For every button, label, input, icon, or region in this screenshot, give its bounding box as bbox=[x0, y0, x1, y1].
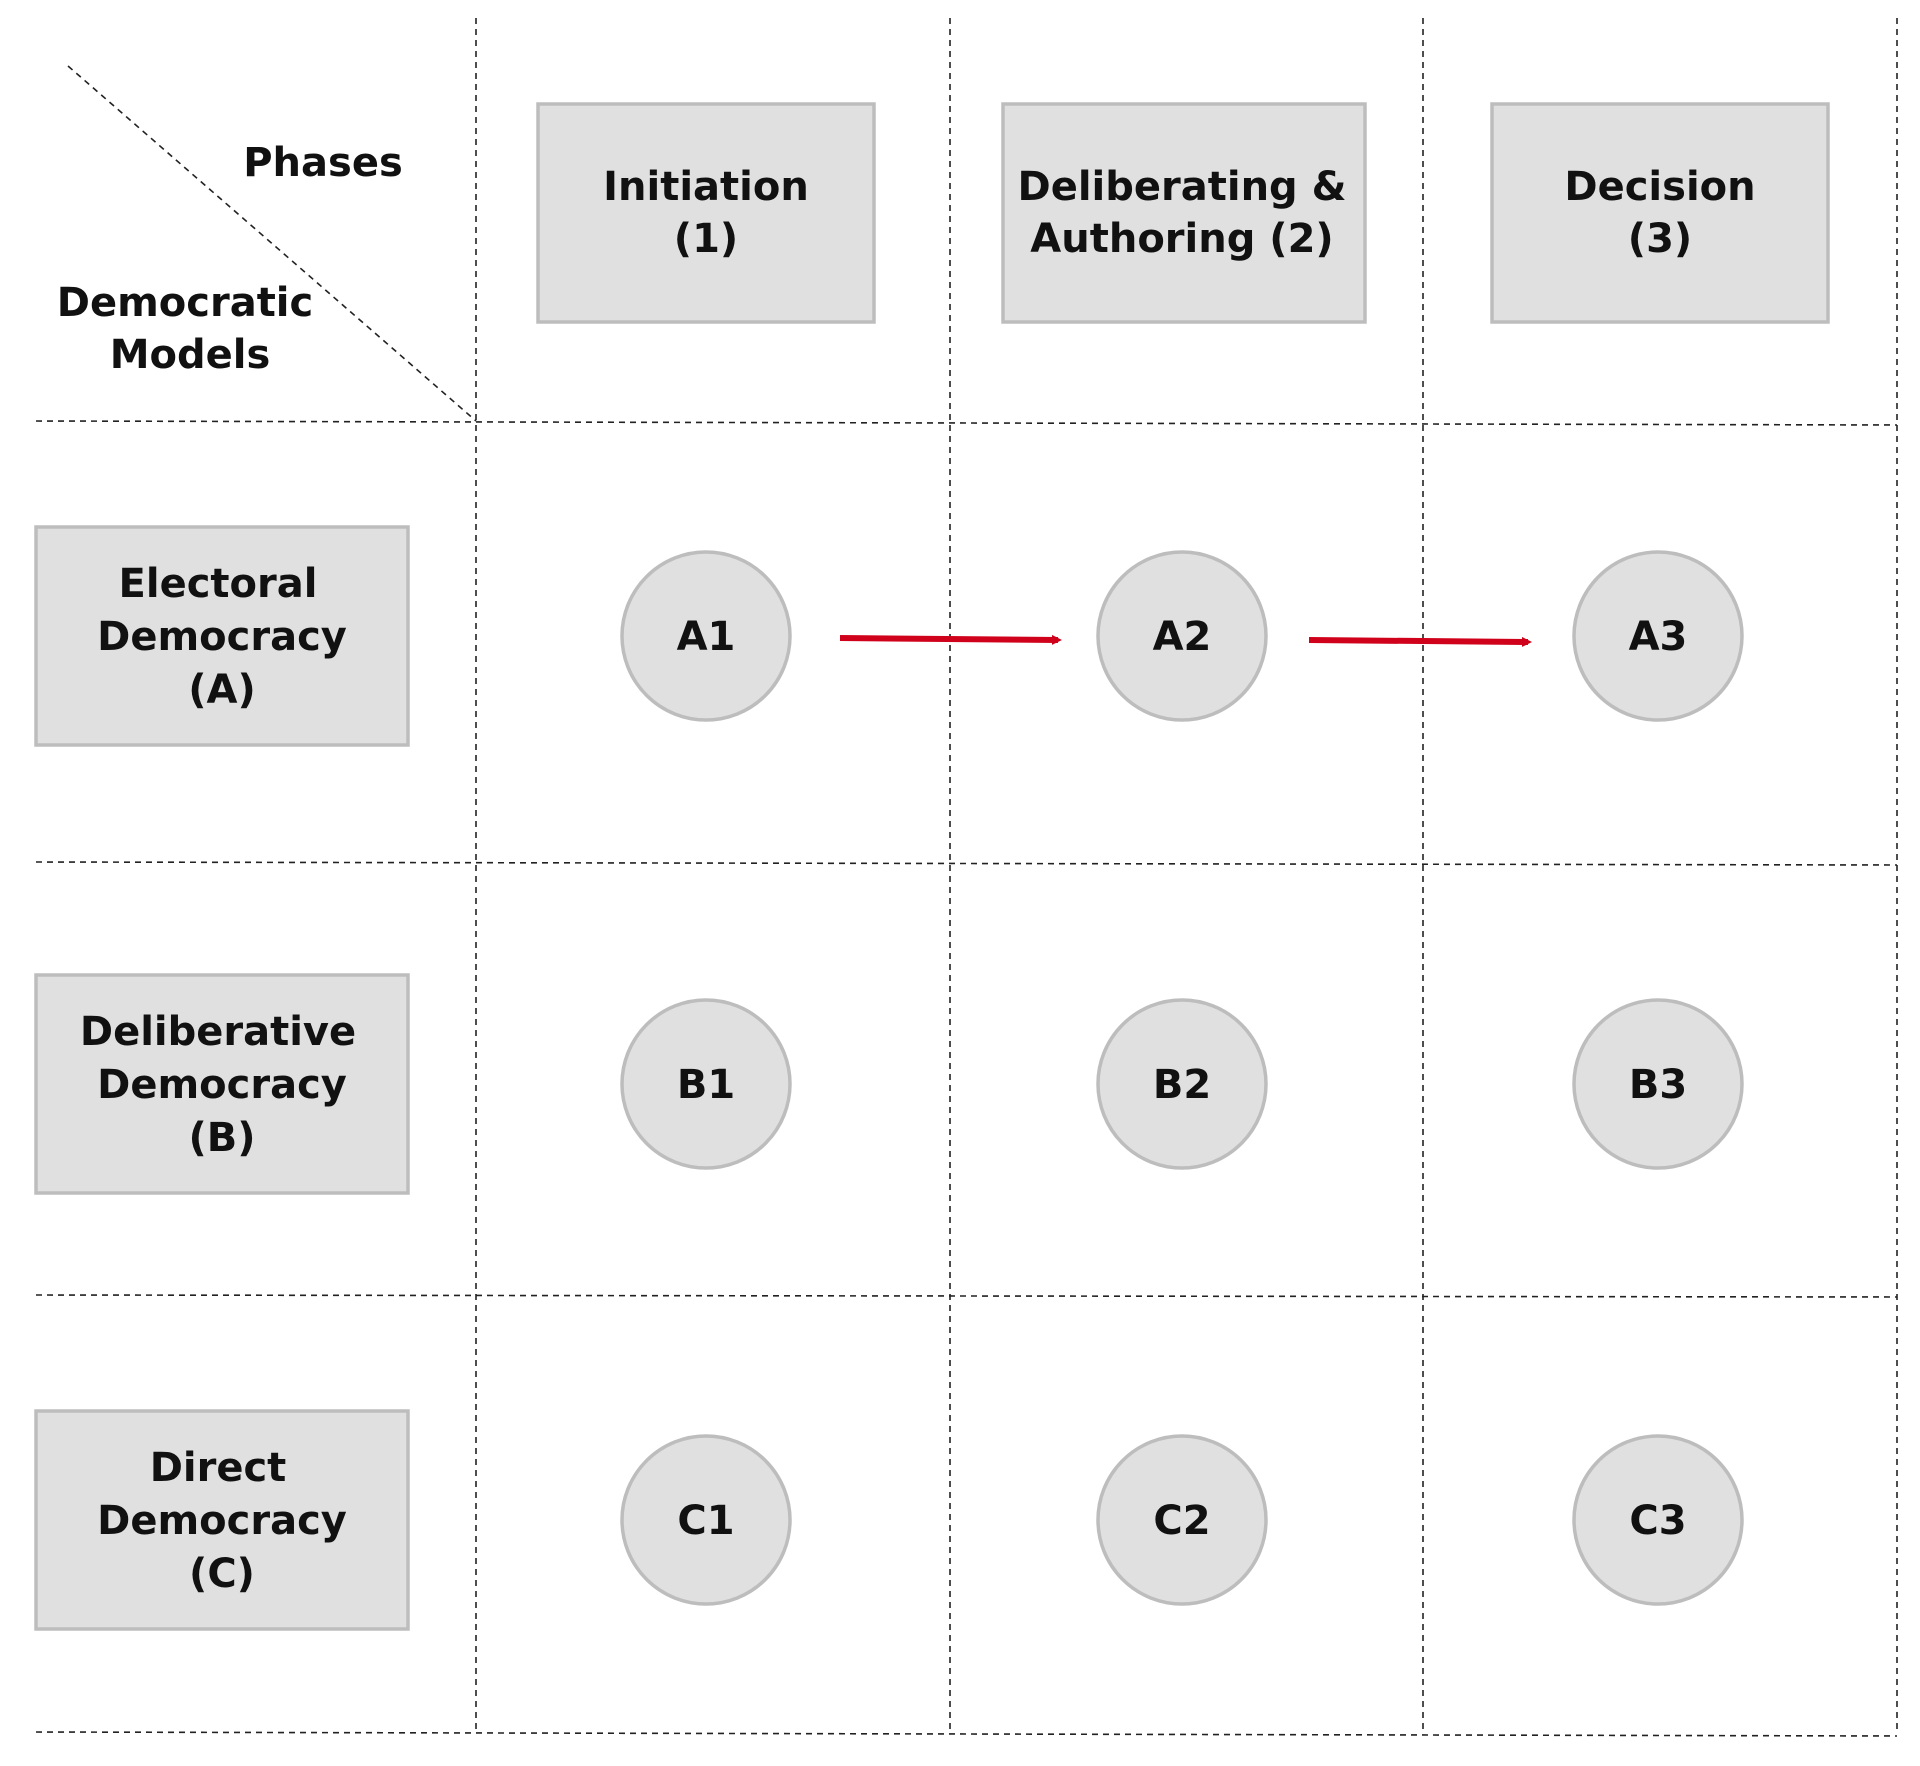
node-b3: B3 bbox=[1572, 998, 1744, 1170]
grid-horizontal-line-4 bbox=[35, 1731, 1898, 1737]
model-label-line-2: Democracy bbox=[97, 1062, 347, 1108]
node-a2: A2 bbox=[1096, 550, 1268, 722]
phase-header-deliberating-authoring: Deliberating & Authoring (2) bbox=[1001, 102, 1367, 324]
node-label: C3 bbox=[1629, 1498, 1686, 1544]
model-label-line-3: (C) bbox=[189, 1551, 255, 1597]
grid-horizontal-line-1 bbox=[35, 420, 1898, 426]
node-label: C2 bbox=[1153, 1498, 1210, 1544]
corner-header: Phases Democratic Models bbox=[57, 140, 403, 378]
model-label-line-1: Direct bbox=[150, 1445, 287, 1491]
node-circle bbox=[1096, 550, 1268, 722]
phase-label-line-1: Initiation bbox=[603, 164, 809, 210]
grid-horizontal-line-2 bbox=[35, 861, 1898, 866]
node-circle bbox=[1572, 998, 1744, 1170]
model-label-line-2: Democracy bbox=[97, 1498, 347, 1544]
node-c2: C2 bbox=[1096, 1434, 1268, 1606]
grid-lines bbox=[35, 18, 1898, 1737]
phase-header-decision: Decision (3) bbox=[1490, 102, 1830, 324]
node-label: B3 bbox=[1629, 1062, 1687, 1108]
node-a1: A1 bbox=[620, 550, 792, 722]
node-a3: A3 bbox=[1572, 550, 1744, 722]
phase-label-line-2: (1) bbox=[674, 216, 738, 262]
models-axis-label-line-1: Democratic bbox=[57, 280, 313, 326]
phase-box bbox=[1490, 102, 1830, 324]
model-box bbox=[34, 1409, 410, 1631]
phase-label-line-2: Authoring (2) bbox=[1030, 216, 1333, 262]
node-circle bbox=[1572, 550, 1744, 722]
node-b1: B1 bbox=[620, 998, 792, 1170]
node-label: A3 bbox=[1629, 614, 1688, 660]
flow-arrows bbox=[839, 634, 1532, 647]
node-c1: C1 bbox=[620, 1434, 792, 1606]
models-axis-label-line-2: Models bbox=[110, 332, 271, 378]
phases-axis-label: Phases bbox=[243, 140, 403, 186]
node-label: B1 bbox=[677, 1062, 735, 1108]
model-header-direct: Direct Democracy (C) bbox=[34, 1409, 410, 1631]
phase-label-line-2: (3) bbox=[1628, 216, 1692, 262]
node-label: A1 bbox=[677, 614, 736, 660]
node-circle bbox=[1096, 998, 1268, 1170]
node-circle bbox=[1572, 1434, 1744, 1606]
model-label-line-3: (A) bbox=[188, 667, 256, 713]
phase-header-initiation: Initiation (1) bbox=[536, 102, 876, 324]
grid-horizontal-line-3 bbox=[35, 1294, 1898, 1298]
model-label-line-1: Deliberative bbox=[80, 1009, 356, 1055]
node-label: B2 bbox=[1153, 1062, 1211, 1108]
model-label-line-3: (B) bbox=[188, 1115, 255, 1161]
node-circle bbox=[620, 998, 792, 1170]
arrow-a1-to-a2 bbox=[839, 634, 1062, 645]
model-label-line-1: Electoral bbox=[119, 561, 318, 607]
phase-box bbox=[1001, 102, 1367, 324]
model-box bbox=[34, 973, 410, 1195]
phase-box bbox=[536, 102, 876, 324]
node-circle bbox=[620, 1434, 792, 1606]
node-circle bbox=[620, 550, 792, 722]
arrow-a2-to-a3 bbox=[1308, 636, 1532, 647]
model-box bbox=[34, 525, 410, 747]
node-circle bbox=[1096, 1434, 1268, 1606]
model-label-line-2: Democracy bbox=[97, 614, 347, 660]
phase-label-line-1: Decision bbox=[1564, 164, 1755, 210]
node-c3: C3 bbox=[1572, 1434, 1744, 1606]
model-header-deliberative: Deliberative Democracy (B) bbox=[34, 973, 410, 1195]
phase-label-line-1: Deliberating & bbox=[1018, 164, 1347, 210]
corner-diagonal-line bbox=[67, 65, 477, 422]
node-label: C1 bbox=[677, 1498, 734, 1544]
node-label: A2 bbox=[1153, 614, 1212, 660]
node-b2: B2 bbox=[1096, 998, 1268, 1170]
model-header-electoral: Electoral Democracy (A) bbox=[34, 525, 410, 747]
